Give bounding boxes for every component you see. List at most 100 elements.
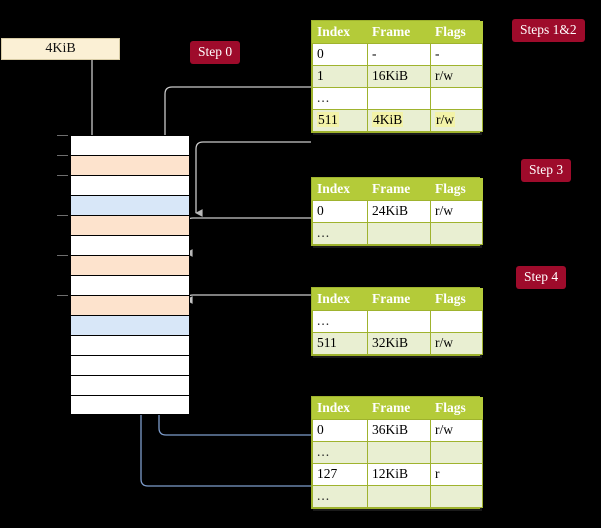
column-header-flags: Flags <box>430 21 483 44</box>
cell-flags <box>430 485 483 508</box>
memory-row <box>70 155 190 175</box>
cell-frame <box>367 222 431 245</box>
cell-flags <box>430 441 483 464</box>
column-header-index: Index <box>312 178 368 201</box>
memory-row <box>70 315 190 335</box>
memory-row-tick <box>57 255 68 256</box>
column-header-frame: Frame <box>367 288 431 311</box>
cell-index: ... <box>312 222 368 245</box>
column-header-frame: Frame <box>367 21 431 44</box>
cell-frame: 32KiB <box>367 332 431 355</box>
wire-l4-16kib <box>164 86 311 157</box>
memory-row <box>70 275 190 295</box>
memory-row <box>70 135 190 155</box>
cell-index: 0 <box>312 419 368 442</box>
column-header-flags: Flags <box>430 397 483 420</box>
wire-l4-4kib <box>195 141 311 217</box>
column-header-index: Index <box>312 288 368 311</box>
table-row: ... <box>312 310 483 333</box>
cell-frame <box>367 441 431 464</box>
column-header-index: Index <box>312 21 368 44</box>
badge-step-4: Step 4 <box>516 266 567 289</box>
memory-row-tick <box>57 135 68 136</box>
cell-flags: r/w <box>430 332 483 355</box>
badge-step-3: Step 3 <box>521 159 572 182</box>
column-header-frame: Frame <box>367 397 431 420</box>
badge-step-3-label: Step 3 <box>529 162 564 177</box>
cell-flags: r/w <box>430 419 483 442</box>
memory-row-tick <box>57 175 68 176</box>
badge-step-4-label: Step 4 <box>524 269 559 284</box>
cell-index: ... <box>312 310 368 333</box>
column-header-flags: Flags <box>430 178 483 201</box>
table-row: ... <box>312 441 483 464</box>
memory-row <box>70 295 190 315</box>
cell-frame: - <box>367 43 431 66</box>
memory-column <box>57 135 190 417</box>
badge-steps-1-2-label: Steps 1&2 <box>520 22 577 37</box>
memory-row <box>70 255 190 275</box>
badge-steps-1-2: Steps 1&2 <box>512 19 585 42</box>
cell-index: 127 <box>312 463 368 486</box>
cell-flags: r <box>430 463 483 486</box>
cell-frame <box>367 310 431 333</box>
table-row: 0-- <box>312 43 483 66</box>
cell-index: ... <box>312 87 368 110</box>
memory-row-tick <box>57 295 68 296</box>
cell-index: 1 <box>312 65 368 88</box>
cell-flags: r/w <box>430 65 483 88</box>
column-header-frame: Frame <box>367 178 431 201</box>
memblock-4kib: 4KiB <box>1 38 120 60</box>
memory-row <box>70 235 190 255</box>
cell-frame: 12KiB <box>367 463 431 486</box>
memory-row <box>70 375 190 395</box>
cell-index: 511 <box>312 109 368 132</box>
memory-row <box>70 395 190 415</box>
cell-flags: r/w <box>430 109 483 132</box>
memory-row <box>70 215 190 235</box>
cell-frame <box>367 485 431 508</box>
cell-index: 0 <box>312 200 368 223</box>
cell-index: ... <box>312 485 368 508</box>
memory-row-tick <box>57 155 68 156</box>
cell-flags: - <box>430 43 483 66</box>
memory-row <box>70 335 190 355</box>
memory-row <box>70 195 190 215</box>
memory-row-tick <box>57 215 68 216</box>
cell-index: 0 <box>312 43 368 66</box>
cell-frame <box>367 87 431 110</box>
memory-row <box>70 355 190 375</box>
cell-flags <box>430 222 483 245</box>
wire-l2-32kib-line <box>185 294 311 362</box>
cell-index: 511 <box>312 332 368 355</box>
wire-l1-12kib <box>134 209 311 487</box>
table-row: ... <box>312 485 483 508</box>
cell-flags <box>430 87 483 110</box>
memory-row <box>70 175 190 195</box>
cell-frame: 36KiB <box>367 419 431 442</box>
badge-step-0-label: Step 0 <box>198 44 233 59</box>
wire-l1-36kib <box>152 329 311 436</box>
cell-flags <box>430 310 483 333</box>
cell-frame: 24KiB <box>367 200 431 223</box>
badge-step-0: Step 0 <box>190 41 241 64</box>
table-row: ... <box>312 222 483 245</box>
column-header-index: Index <box>312 397 368 420</box>
wire-l3-24kib <box>185 217 311 257</box>
cell-flags: r/w <box>430 200 483 223</box>
